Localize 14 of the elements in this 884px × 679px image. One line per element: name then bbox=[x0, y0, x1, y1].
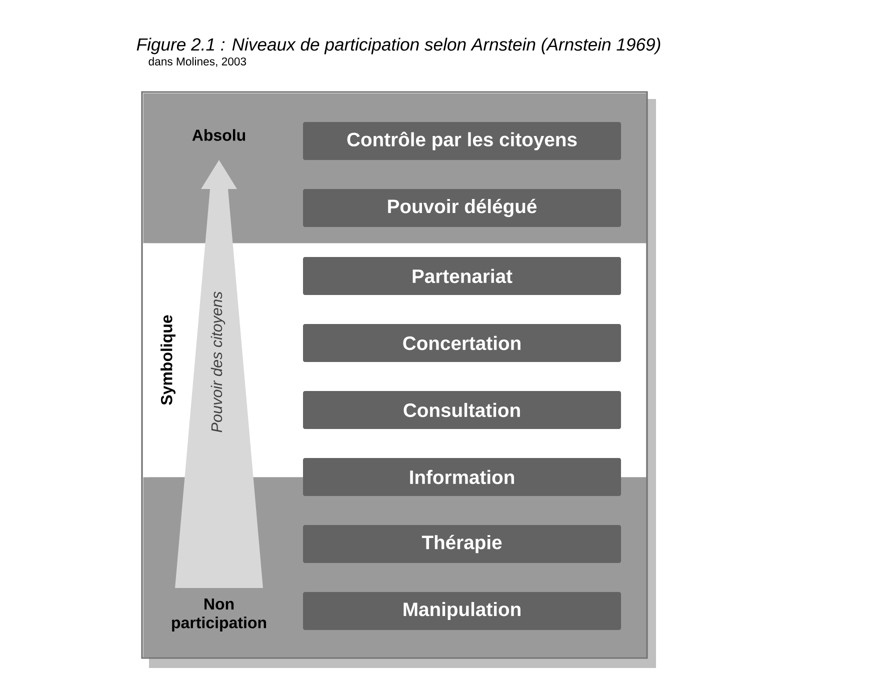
level-box: Consultation bbox=[303, 391, 621, 429]
band-label: Symbolique bbox=[160, 315, 176, 405]
level-box: Contrôle par les citoyens bbox=[303, 122, 621, 160]
source-note: dans Molines, 2003 bbox=[148, 57, 246, 67]
level-box: Partenariat bbox=[303, 257, 621, 295]
band-label: Non participation bbox=[172, 598, 266, 632]
level-box: Concertation bbox=[303, 324, 621, 362]
arrow-label: Pouvoir des citoyens bbox=[210, 292, 226, 432]
level-box: Pouvoir délégué bbox=[303, 189, 621, 227]
level-box: Thérapie bbox=[303, 525, 621, 563]
level-box: Information bbox=[303, 458, 621, 496]
level-box: Manipulation bbox=[303, 592, 621, 630]
band-label: Absolu bbox=[192, 129, 246, 141]
figure-title: Figure 2.1 : Niveaux de participation selon Arnstein (Arnstein 1969) bbox=[136, 38, 660, 54]
